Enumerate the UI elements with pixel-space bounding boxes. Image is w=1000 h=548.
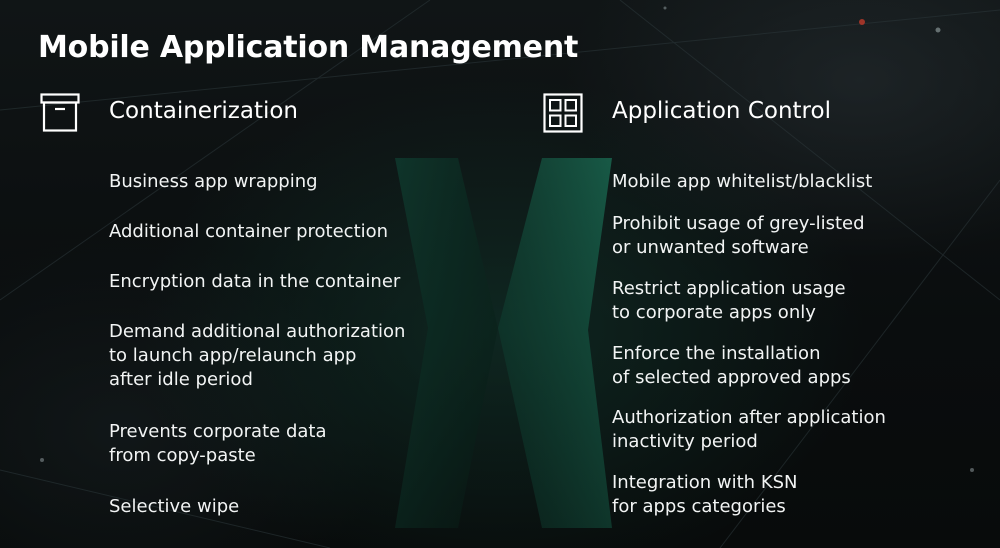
list-item: Prevents corporate data from copy-paste xyxy=(109,421,327,466)
k-shape-right xyxy=(498,158,612,528)
page-title: Mobile Application Management xyxy=(38,30,579,65)
containerization-heading: Containerization xyxy=(109,98,299,124)
list-item: Selective wipe xyxy=(109,496,240,517)
list-item: Mobile app whitelist/blacklist xyxy=(612,171,873,192)
list-item: Restrict application usage to corporate … xyxy=(612,278,846,323)
application-control-heading: Application Control xyxy=(612,98,831,124)
list-item: Additional container protection xyxy=(109,221,389,242)
list-item: Enforce the installation of selected app… xyxy=(612,343,851,388)
k-shape-left xyxy=(395,158,498,528)
list-item: Integration with KSN for apps categories xyxy=(612,472,798,517)
list-item: Demand additional authorization to launc… xyxy=(109,321,406,390)
list-item: Prohibit usage of grey-listed or unwante… xyxy=(612,213,865,258)
list-item: Encryption data in the container xyxy=(109,271,401,292)
app-grid-icon xyxy=(543,93,583,133)
list-item: Business app wrapping xyxy=(109,171,318,192)
archive-box-icon xyxy=(40,93,80,132)
list-item: Authorization after application inactivi… xyxy=(612,407,886,452)
